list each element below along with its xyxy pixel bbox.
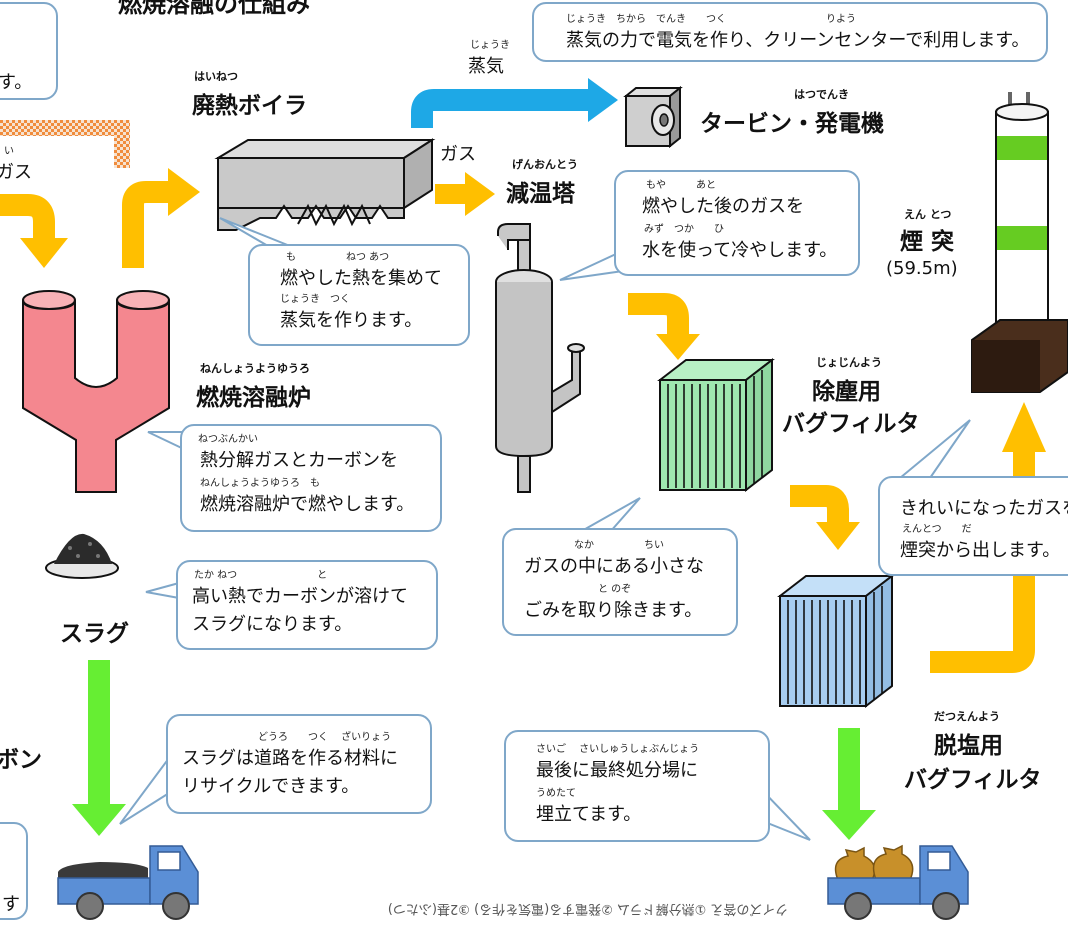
furnace-bubble-line-2: 燃焼溶融炉で燃やします。 (200, 494, 415, 515)
clean-gas-bubble: きれいになったガスを えんとつ だ 煙突から出します。 (878, 476, 1068, 576)
turbine-bubble-text: 蒸気の力で電気を作り、クリーンセンターで利用します。 (566, 30, 1030, 51)
left-bottom-bubble-text: す (2, 894, 20, 915)
slag-bubble: たか ねつ と 高い熱でカーボンが溶けて スラグになります。 (176, 560, 438, 650)
boiler-bubble-ruby-1: も ねつ あつ (286, 252, 390, 263)
left-top-bubble-text: す。 (0, 72, 33, 93)
boiler-icon (214, 138, 436, 231)
arrow-slag-down (72, 804, 126, 836)
dust-filter-ruby: じょじんよう (816, 356, 882, 369)
turbine-title: タービン・発電機 (700, 111, 884, 137)
left-ruby: い (4, 146, 14, 157)
cooling-tower-ruby: げんおんとう (512, 158, 578, 171)
dust-bubble: なか ちい ガスの中にある小さな と のぞ ごみを取り除きます。 (502, 528, 738, 636)
landfill-bubble-ruby-2: うめたて (536, 788, 576, 799)
arrow-ash-down (822, 810, 876, 840)
slag-title: スラグ (60, 621, 129, 647)
furnace-bubble: ねつぶんかい 熱分解ガスとカーボンを ねんしょうようゆうろ も 燃焼溶融炉で燃や… (180, 424, 442, 532)
left-gas-text: ガス (0, 162, 32, 183)
furnace-bubble-ruby-2: ねんしょうようゆうろ も (200, 478, 320, 489)
cooling-bubble: もや あと 燃やした後のガスを みず つか ひ 水を使って冷やします。 (614, 170, 860, 276)
cooling-bubble-ruby-1: もや あと (646, 180, 716, 191)
arrow-furnace-to-boiler (122, 181, 170, 268)
slag-bubble-line-2: スラグになります。 (192, 614, 353, 635)
dust-bubble-ruby-1: なか ちい (574, 540, 664, 551)
cooling-bubble-ruby-2: みず つか ひ (644, 224, 724, 235)
chimney-icon (971, 92, 1068, 393)
gas-label: ガス (440, 144, 476, 165)
left-carbon-text: ボン (0, 747, 42, 773)
chimney-ruby: えん とつ (904, 208, 952, 221)
steam-ruby: じょうき (470, 40, 510, 51)
dust-filter-title: 除塵用 (812, 379, 881, 405)
salt-filter-ruby: だつえんよう (934, 710, 1000, 723)
furnace-title: 燃焼溶融炉 (196, 385, 311, 411)
cooling-tower-icon (495, 223, 585, 493)
heading-partial: 燃焼溶融の仕組み (118, 0, 310, 18)
arrow-filter-to-filter (790, 485, 849, 524)
turbine-bubble: じょうき ちから でんき つく りよう 蒸気の力で電気を作り、クリーンセンターで… (532, 2, 1048, 62)
dust-bubble-line-2: ごみを取り除きます。 (524, 600, 703, 621)
dust-filter-icon (657, 357, 775, 493)
turbine-bubble-ruby: じょうき ちから でんき つく りよう (566, 14, 856, 25)
footer-quiz-answer: クイズの答え ①熱分解ドラム ②発電する(電気を作る) ③2基(ふたつ) (387, 901, 788, 916)
cooling-bubble-line-2: 水を使って冷やします。 (642, 240, 838, 261)
boiler-bubble-line-2: 蒸気を作ります。 (280, 310, 423, 331)
landfill-bubble-line-1: 最後に最終処分場に (536, 760, 698, 781)
recycle-bubble-line-2: リサイクルできます。 (182, 776, 360, 797)
clean-gas-bubble-line-2: 煙突から出します。 (900, 540, 1061, 561)
salt-filter-subtitle: バグフィルタ (904, 767, 1042, 793)
left-top-bubble: す。 (0, 2, 58, 100)
landfill-bubble: さいご さいしゅうしょぶんじょう 最後に最終処分場に うめたて 埋立てます。 (504, 730, 770, 842)
arrow-cooler-to-filter (628, 293, 689, 336)
garbage-truck-icon (827, 844, 969, 920)
boiler-bubble: も ねつ あつ 燃やした熱を集めて じょうき つく 蒸気を作ります。 (248, 244, 470, 346)
slag-truck-icon (57, 845, 199, 920)
landfill-bubble-line-2: 埋立てます。 (536, 804, 642, 825)
dust-bubble-ruby-2: と のぞ (598, 584, 632, 595)
cooling-tower-title: 減温塔 (506, 181, 575, 207)
boiler-bubble-line-1: 燃やした熱を集めて (280, 268, 442, 289)
cooling-bubble-line-1: 燃やした後のガスを (642, 196, 804, 217)
clean-gas-bubble-ruby-2: えんとつ だ (902, 524, 972, 535)
dust-bubble-line-1: ガスの中にある小さな (524, 556, 704, 577)
boiler-bubble-ruby-2: じょうき つく (280, 294, 350, 305)
arrow-to-chimney (930, 450, 1035, 673)
chimney-height: (59.5m) (886, 258, 958, 279)
furnace-ruby: ねんしょうようゆうろ (200, 362, 310, 375)
furnace-bubble-ruby-1: ねつぶんかい (198, 434, 258, 445)
boiler-title: 廃熱ボイラ (192, 93, 307, 119)
salt-filter-icon (777, 573, 895, 709)
furnace-bubble-line-1: 熱分解ガスとカーボンを (200, 450, 398, 471)
furnace-icon (22, 290, 170, 493)
recycle-bubble: どうろ つく ざいりょう スラグは道路を作る材料に リサイクルできます。 (166, 714, 432, 814)
boiler-ruby: はいねつ (194, 70, 238, 83)
slag-bubble-ruby-1: たか ねつ と (194, 570, 328, 581)
gas-duct (0, 120, 130, 168)
arrow-into-furnace (0, 194, 55, 240)
slag-pile-icon (45, 533, 119, 579)
landfill-bubble-ruby-1: さいご さいしゅうしょぶんじょう (536, 744, 700, 755)
clean-gas-bubble-line-1: きれいになったガスを (900, 498, 1068, 519)
chimney-title: 煙 突 (900, 229, 955, 255)
slag-bubble-line-1: 高い熱でカーボンが溶けて (192, 586, 408, 607)
turbine-icon (623, 85, 683, 149)
dust-filter-subtitle: バグフィルタ (782, 411, 920, 437)
turbine-ruby: はつでんき (794, 88, 849, 101)
salt-filter-title: 脱塩用 (934, 733, 1003, 759)
steam-label: 蒸気 (468, 56, 504, 77)
steam-arrow (411, 89, 590, 128)
recycle-bubble-ruby-1: どうろ つく ざいりょう (258, 732, 392, 743)
left-bottom-bubble: す (0, 822, 28, 920)
recycle-bubble-line-1: スラグは道路を作る材料に (182, 748, 398, 769)
